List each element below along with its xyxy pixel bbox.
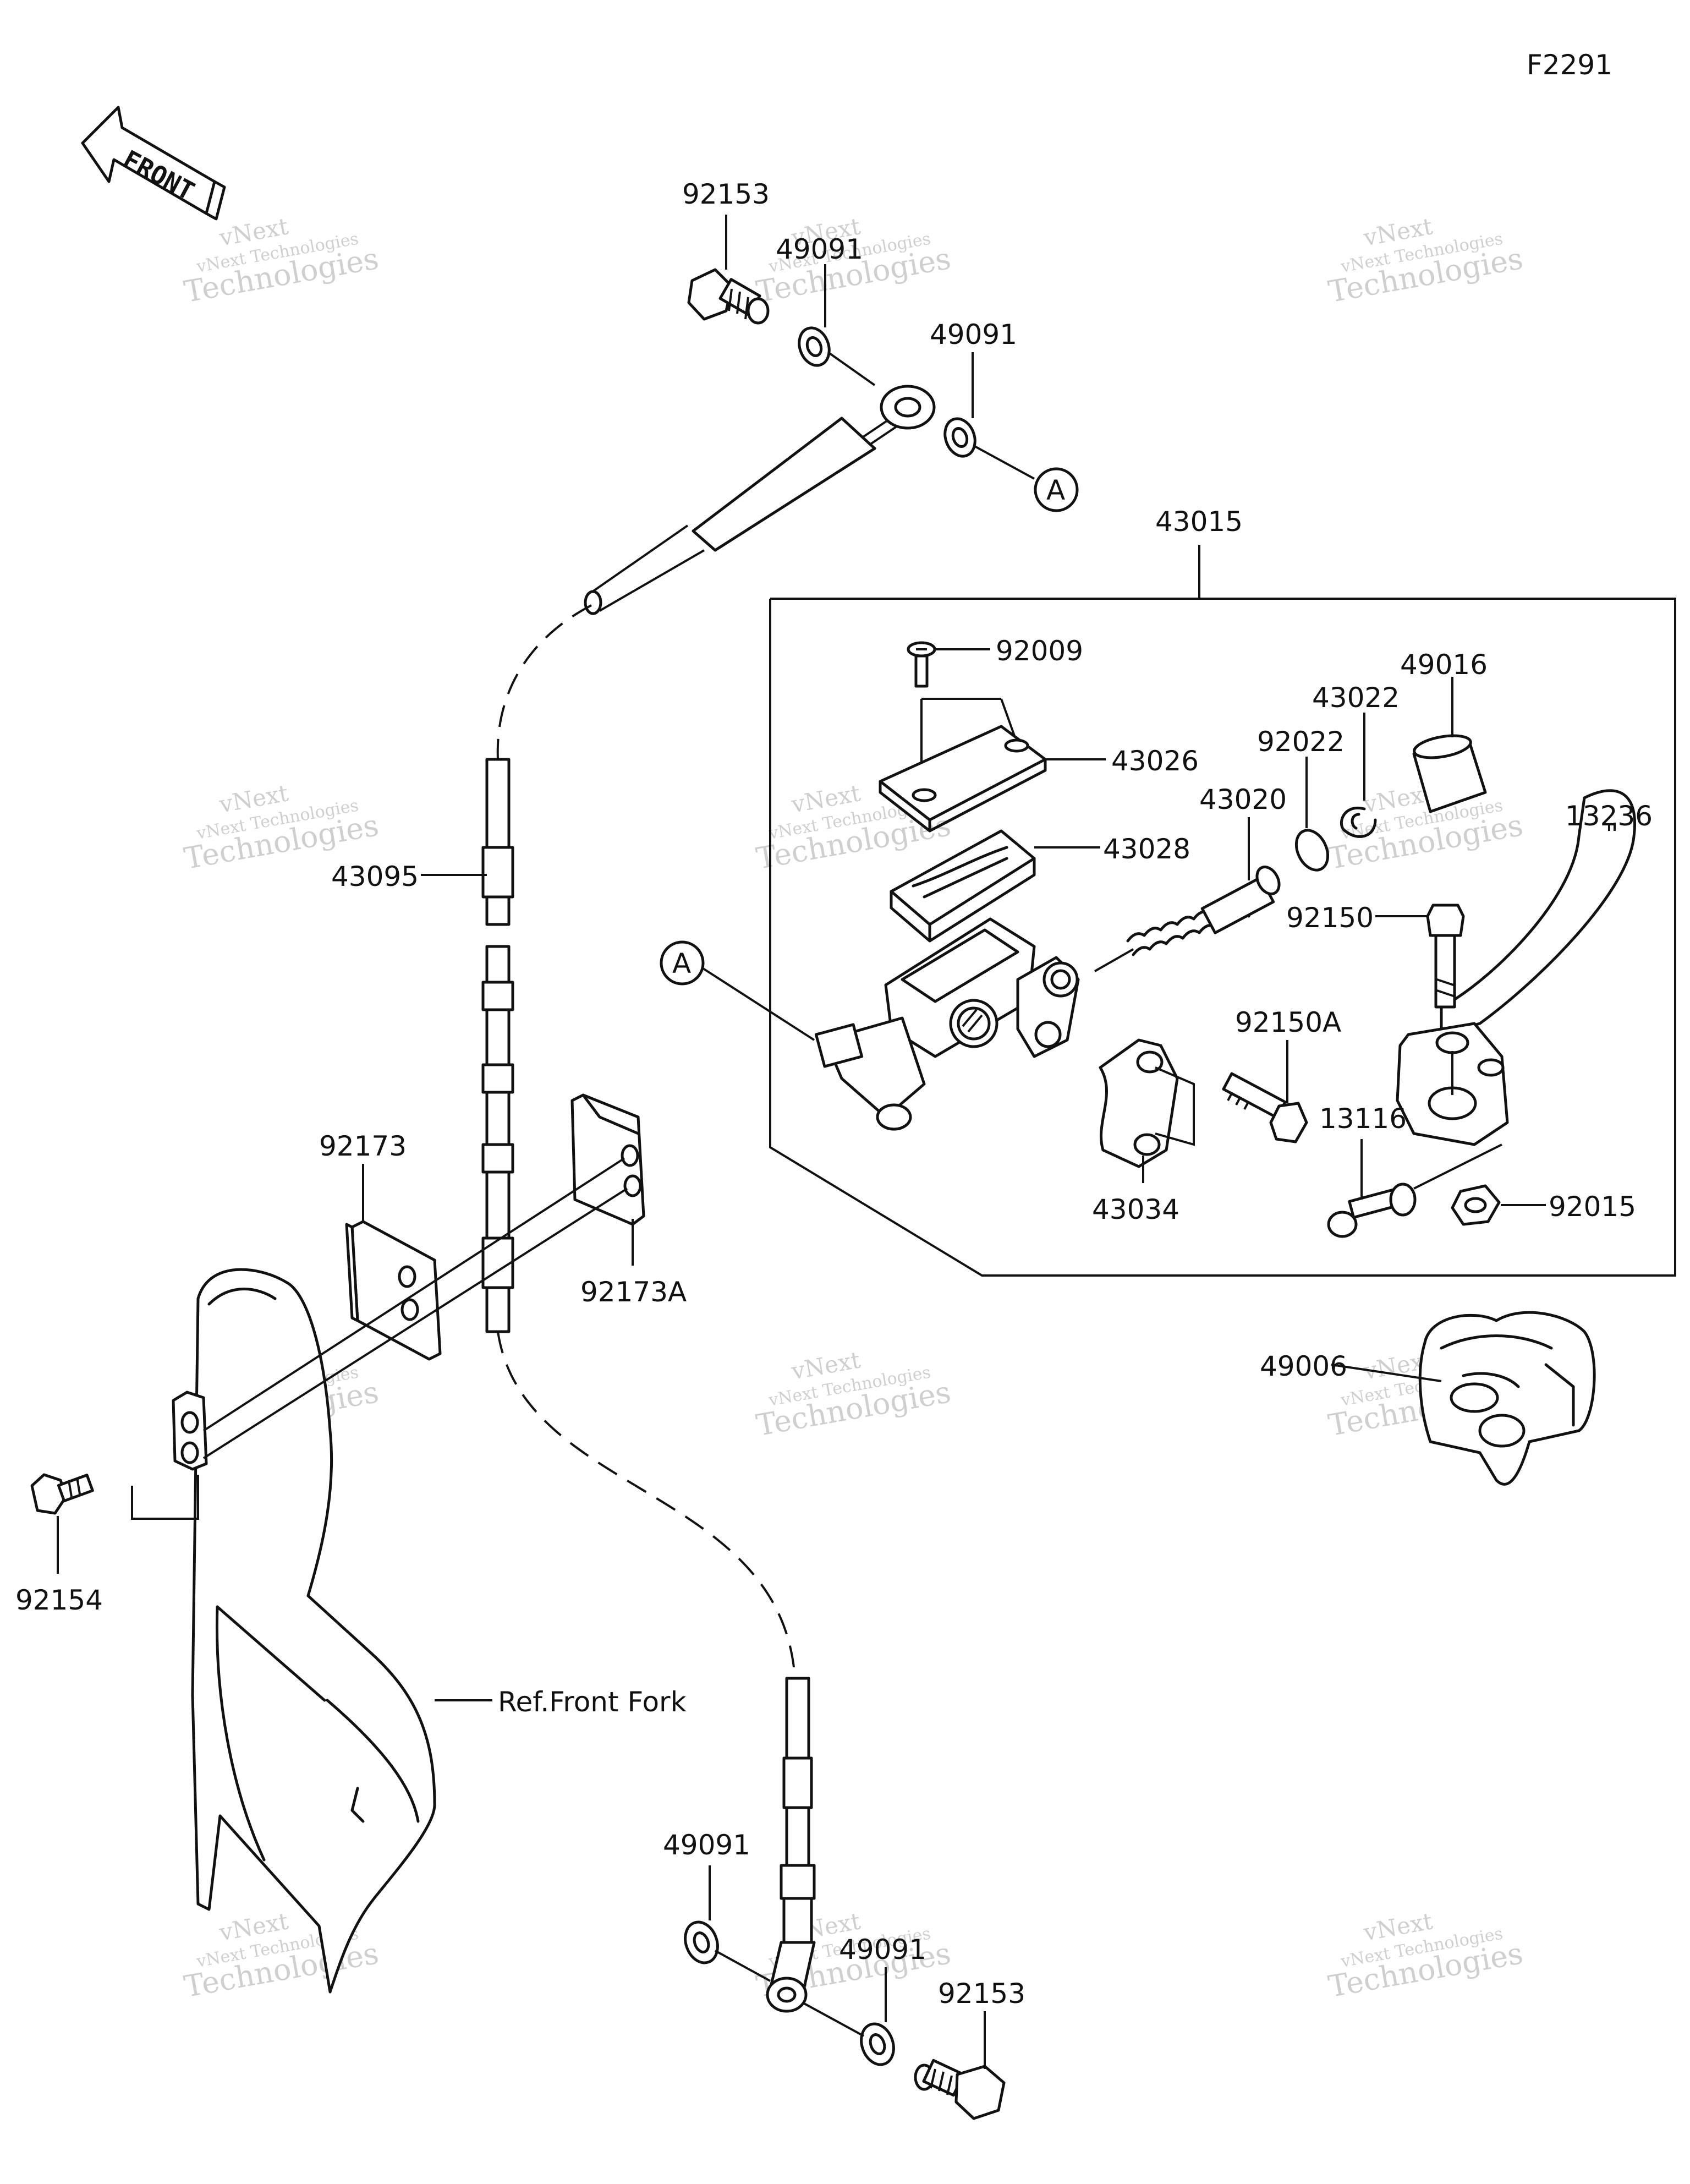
label-49091-top-b: 49091 — [930, 319, 1017, 351]
bolt-92150 — [1426, 904, 1465, 1009]
watermark: vNext vNext Technologies Technologies — [1326, 1907, 1526, 2004]
master-cylinder-kit-box — [769, 545, 1676, 1277]
svg-text:A: A — [672, 948, 691, 979]
label-92022: 92022 — [1257, 726, 1345, 758]
label-43028: 43028 — [1103, 833, 1190, 865]
label-92015: 92015 — [1549, 1191, 1636, 1223]
callout-a-top: A — [1034, 467, 1079, 512]
circlip-43022 — [1340, 806, 1377, 838]
nut-92015 — [1451, 1184, 1501, 1226]
label-13236: 13236 — [1565, 800, 1653, 832]
label-43022: 43022 — [1312, 682, 1400, 714]
watermark: vNext vNext Technologies Technologies — [754, 212, 953, 309]
reservoir-cap-43026 — [879, 698, 1047, 833]
cover-49006 — [1418, 1311, 1596, 1486]
label-49091-top-a: 49091 — [776, 233, 863, 265]
banjo-bolt-top — [687, 268, 770, 325]
label-92173A: 92173A — [580, 1276, 687, 1308]
front-fork-guard — [191, 1268, 436, 1994]
banjo-bolt-bottom — [914, 2059, 1006, 2120]
svg-text:A: A — [1046, 474, 1065, 506]
hose-sleeve-top — [692, 417, 876, 552]
hose-clip — [172, 1391, 208, 1471]
label-49006: 49006 — [1260, 1350, 1347, 1382]
front-arrow-icon: FRONT — [81, 106, 226, 221]
clamp-43034 — [1099, 1038, 1195, 1168]
piston-assembly-43020 — [1126, 866, 1281, 956]
diagram-code: F2291 — [1527, 49, 1612, 81]
callout-a-mid: A — [660, 940, 705, 986]
label-92153-top: 92153 — [682, 178, 770, 210]
label-92009: 92009 — [996, 635, 1083, 667]
master-cylinder-body — [814, 917, 1080, 1131]
label-43095: 43095 — [331, 861, 419, 893]
label-49091-bottom-b: 49091 — [839, 1934, 926, 1966]
label-43020: 43020 — [1199, 784, 1287, 815]
label-43015: 43015 — [1155, 506, 1243, 538]
brake-lever-13236 — [1396, 789, 1636, 1146]
washer-49091-bottom-b — [860, 2022, 895, 2066]
watermark: vNext vNext Technologies Technologies — [754, 1346, 953, 1443]
diaphragm-43028 — [890, 829, 1036, 943]
bracket-92173 — [345, 1220, 442, 1361]
screw-92009 — [907, 641, 936, 688]
pin-13116 — [1327, 1183, 1417, 1238]
label-92150: 92150 — [1286, 902, 1374, 934]
washer-49091-bottom-a — [684, 1920, 719, 1964]
washer-92022 — [1294, 829, 1330, 872]
label-43026: 43026 — [1111, 745, 1199, 777]
washer-49091-top-b — [943, 417, 976, 458]
hose-segment — [485, 758, 511, 926]
label-43034: 43034 — [1092, 1194, 1179, 1225]
label-49091-bottom-a: 49091 — [663, 1829, 750, 1861]
bolt-92154 — [30, 1473, 94, 1515]
label-92150A: 92150A — [1235, 1006, 1341, 1038]
label-92154: 92154 — [15, 1584, 103, 1616]
watermark: vNext vNext Technologies Technologies — [1326, 212, 1526, 309]
brake-hose-43095 — [481, 385, 936, 2013]
label-49016: 49016 — [1400, 649, 1488, 681]
label-13116: 13116 — [1319, 1103, 1407, 1135]
watermark: vNext vNext Technologies Technologies — [182, 779, 381, 876]
bracket-92173A — [570, 1093, 645, 1226]
label-92153-bottom: 92153 — [938, 1978, 1025, 2010]
watermark: vNext vNext Technologies Technologies — [182, 212, 381, 309]
boot-49016 — [1412, 734, 1487, 813]
bolt-92150A — [1222, 1072, 1308, 1143]
label-92173: 92173 — [319, 1130, 407, 1162]
label-ref-front-fork: Ref.Front Fork — [498, 1686, 687, 1718]
washer-49091-top-a — [798, 326, 831, 367]
